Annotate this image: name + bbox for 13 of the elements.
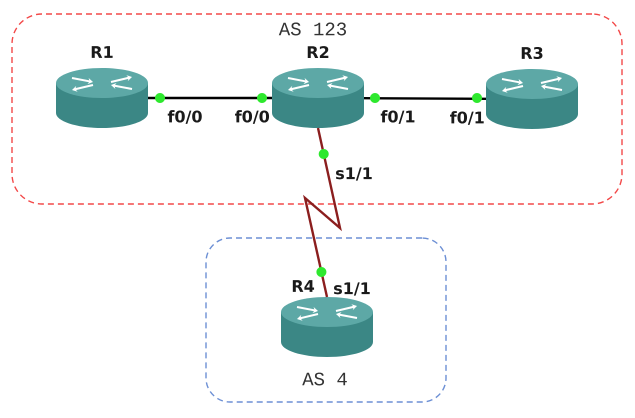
router-label: R1 [92, 46, 113, 58]
interface-label: f0/1 [450, 111, 484, 125]
router-label: R2 [308, 46, 328, 58]
interface-label: s1/1 [336, 167, 372, 181]
interface-label: f0/1 [380, 110, 414, 124]
interface-label: f0/0 [235, 110, 270, 124]
interface-label: s1/1 [334, 282, 370, 296]
link-line [364, 97, 486, 100]
interface-label: f0/0 [168, 110, 202, 124]
link-line [303, 128, 342, 298]
link-line [148, 96, 272, 100]
router-label: R4 [292, 280, 314, 292]
router-label: R3 [522, 46, 542, 60]
